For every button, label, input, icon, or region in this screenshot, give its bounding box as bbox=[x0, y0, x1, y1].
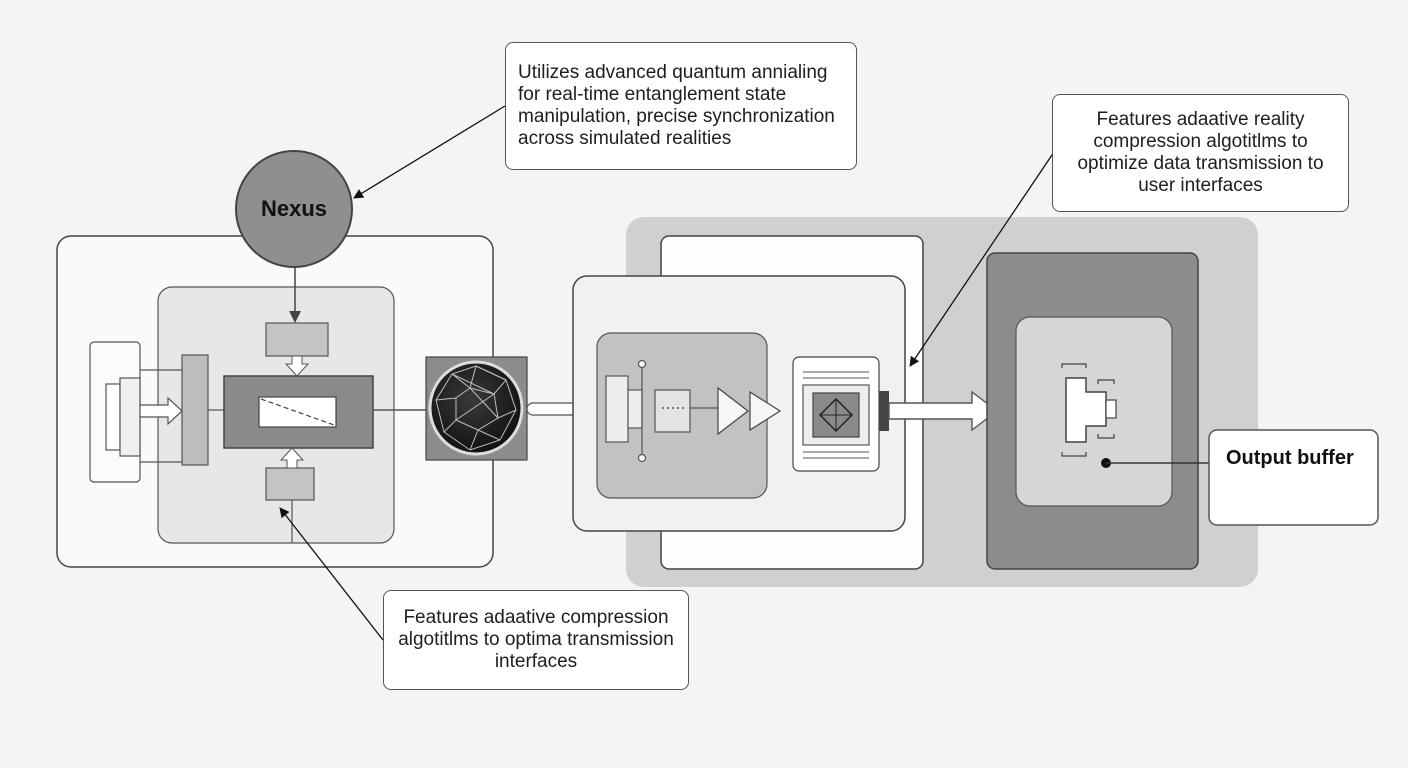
bottom-callout: Features adaative compression algotitlms… bbox=[383, 590, 689, 690]
geodesic-sphere-icon bbox=[425, 356, 528, 461]
top-callout-leader bbox=[353, 105, 506, 199]
dotted-module bbox=[654, 389, 718, 433]
right-callout: Features adaative reality compression al… bbox=[1052, 94, 1349, 212]
input-cartridge bbox=[89, 341, 183, 483]
top-input-block bbox=[265, 322, 329, 377]
bottom-callout-text: Features adaative compression algotitlms… bbox=[398, 607, 674, 672]
processing-region bbox=[572, 217, 1258, 587]
triangle-arrow-icon bbox=[749, 390, 782, 432]
diamond-chip-icon bbox=[792, 356, 889, 472]
bottom-input-block bbox=[265, 447, 315, 543]
bracket-connector-icon bbox=[1061, 363, 1117, 457]
input-bus-bar bbox=[181, 354, 209, 466]
left-module bbox=[56, 235, 494, 568]
bottom-callout-leader bbox=[279, 507, 384, 641]
right-callout-leader bbox=[909, 151, 1055, 367]
nexus-label: Nexus bbox=[260, 196, 328, 221]
output-arrow bbox=[888, 390, 999, 432]
nexus-node bbox=[235, 150, 353, 323]
output-buffer-box bbox=[1208, 429, 1379, 526]
triangle-arrow-icon bbox=[717, 386, 749, 436]
top-callout-text: Utilizes advanced quantum annialing for … bbox=[518, 62, 835, 149]
top-callout: Utilizes advanced quantum annialing for … bbox=[505, 42, 857, 170]
callout-leaders bbox=[279, 105, 1055, 641]
right-callout-text: Features adaative reality compression al… bbox=[1077, 109, 1324, 196]
stacked-connector bbox=[605, 359, 647, 463]
central-processor bbox=[223, 375, 374, 449]
output-buffer-label: Output buffer bbox=[1226, 447, 1354, 469]
